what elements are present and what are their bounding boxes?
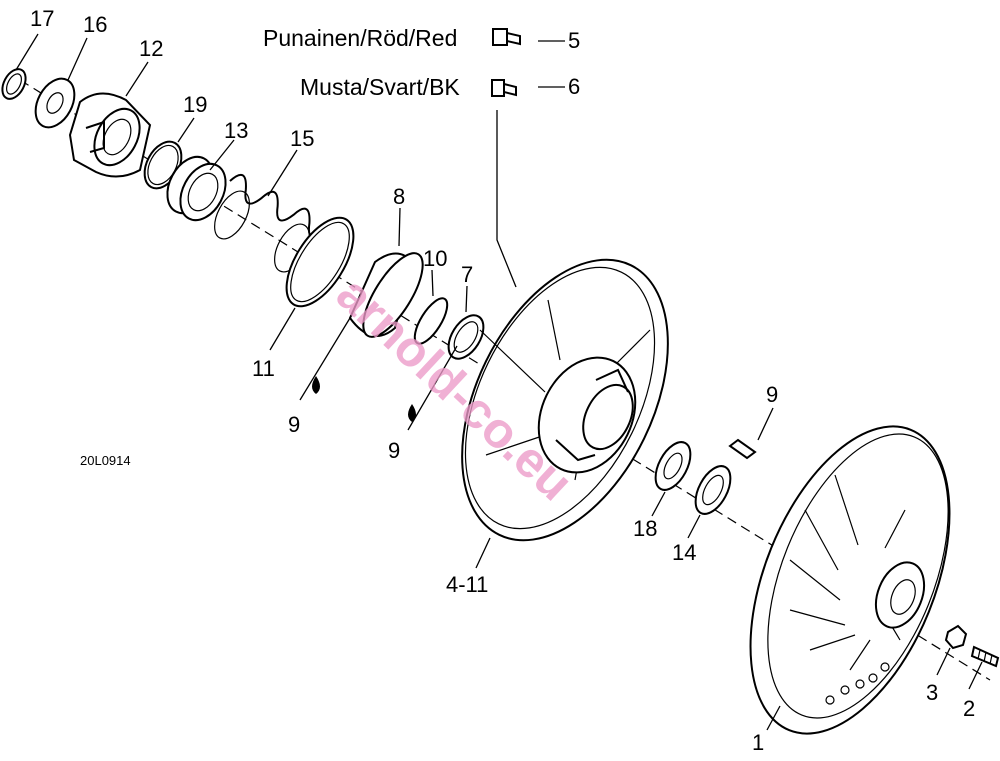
part-16-washer xyxy=(34,77,76,129)
callout-10: 10 xyxy=(423,246,448,271)
callout-4-11: 4-11 xyxy=(446,572,489,597)
legend-red-label: Punainen/Röd/Red xyxy=(263,25,458,51)
part-18-washer xyxy=(654,441,692,491)
grease-drop-icon xyxy=(312,376,320,394)
part-4-11-sliding-sheave xyxy=(461,258,669,542)
callout-1: 1 xyxy=(752,730,765,755)
leader-lines xyxy=(15,33,983,731)
grease-drop-icon xyxy=(408,404,416,422)
callout-14: 14 xyxy=(672,540,697,565)
callout-9-grease-a: 9 xyxy=(288,412,301,437)
callout-2: 2 xyxy=(963,696,976,721)
callout-17: 17 xyxy=(30,6,55,31)
callout-12: 12 xyxy=(139,36,164,61)
callout-8: 8 xyxy=(393,184,406,209)
part-7-bushing xyxy=(447,314,485,360)
callout-5: 5 xyxy=(568,28,581,53)
legend-black-screw-icon xyxy=(491,79,517,97)
callout-15: 15 xyxy=(290,126,315,151)
callout-11: 11 xyxy=(252,356,275,381)
part-10-ring xyxy=(413,297,449,345)
callout-19: 19 xyxy=(183,92,208,117)
part-13-bushing xyxy=(166,155,227,222)
part-2-screw xyxy=(970,645,1000,668)
callout-9-key: 9 xyxy=(766,382,779,407)
callout-3: 3 xyxy=(926,680,939,705)
part-1-fixed-sheave xyxy=(749,425,951,735)
legend-red-screw-icon xyxy=(492,28,521,46)
callout-16: 16 xyxy=(83,12,108,37)
part-14-washer xyxy=(694,465,732,515)
part-12-cam xyxy=(68,92,152,178)
figure-code: 20L0914 xyxy=(80,453,131,468)
part-9-key xyxy=(728,438,757,460)
callout-7: 7 xyxy=(461,262,474,287)
callout-9-grease-b: 9 xyxy=(388,438,401,463)
legend-black-label: Musta/Svart/BK xyxy=(300,74,460,100)
part-11-spring-ring xyxy=(285,216,355,308)
callout-18: 18 xyxy=(633,516,658,541)
callout-13: 13 xyxy=(224,118,249,143)
part-8-sleeve xyxy=(348,252,424,338)
part-17-snap-ring xyxy=(1,68,27,100)
callout-6: 6 xyxy=(568,74,581,99)
part-3-nut xyxy=(944,624,968,650)
